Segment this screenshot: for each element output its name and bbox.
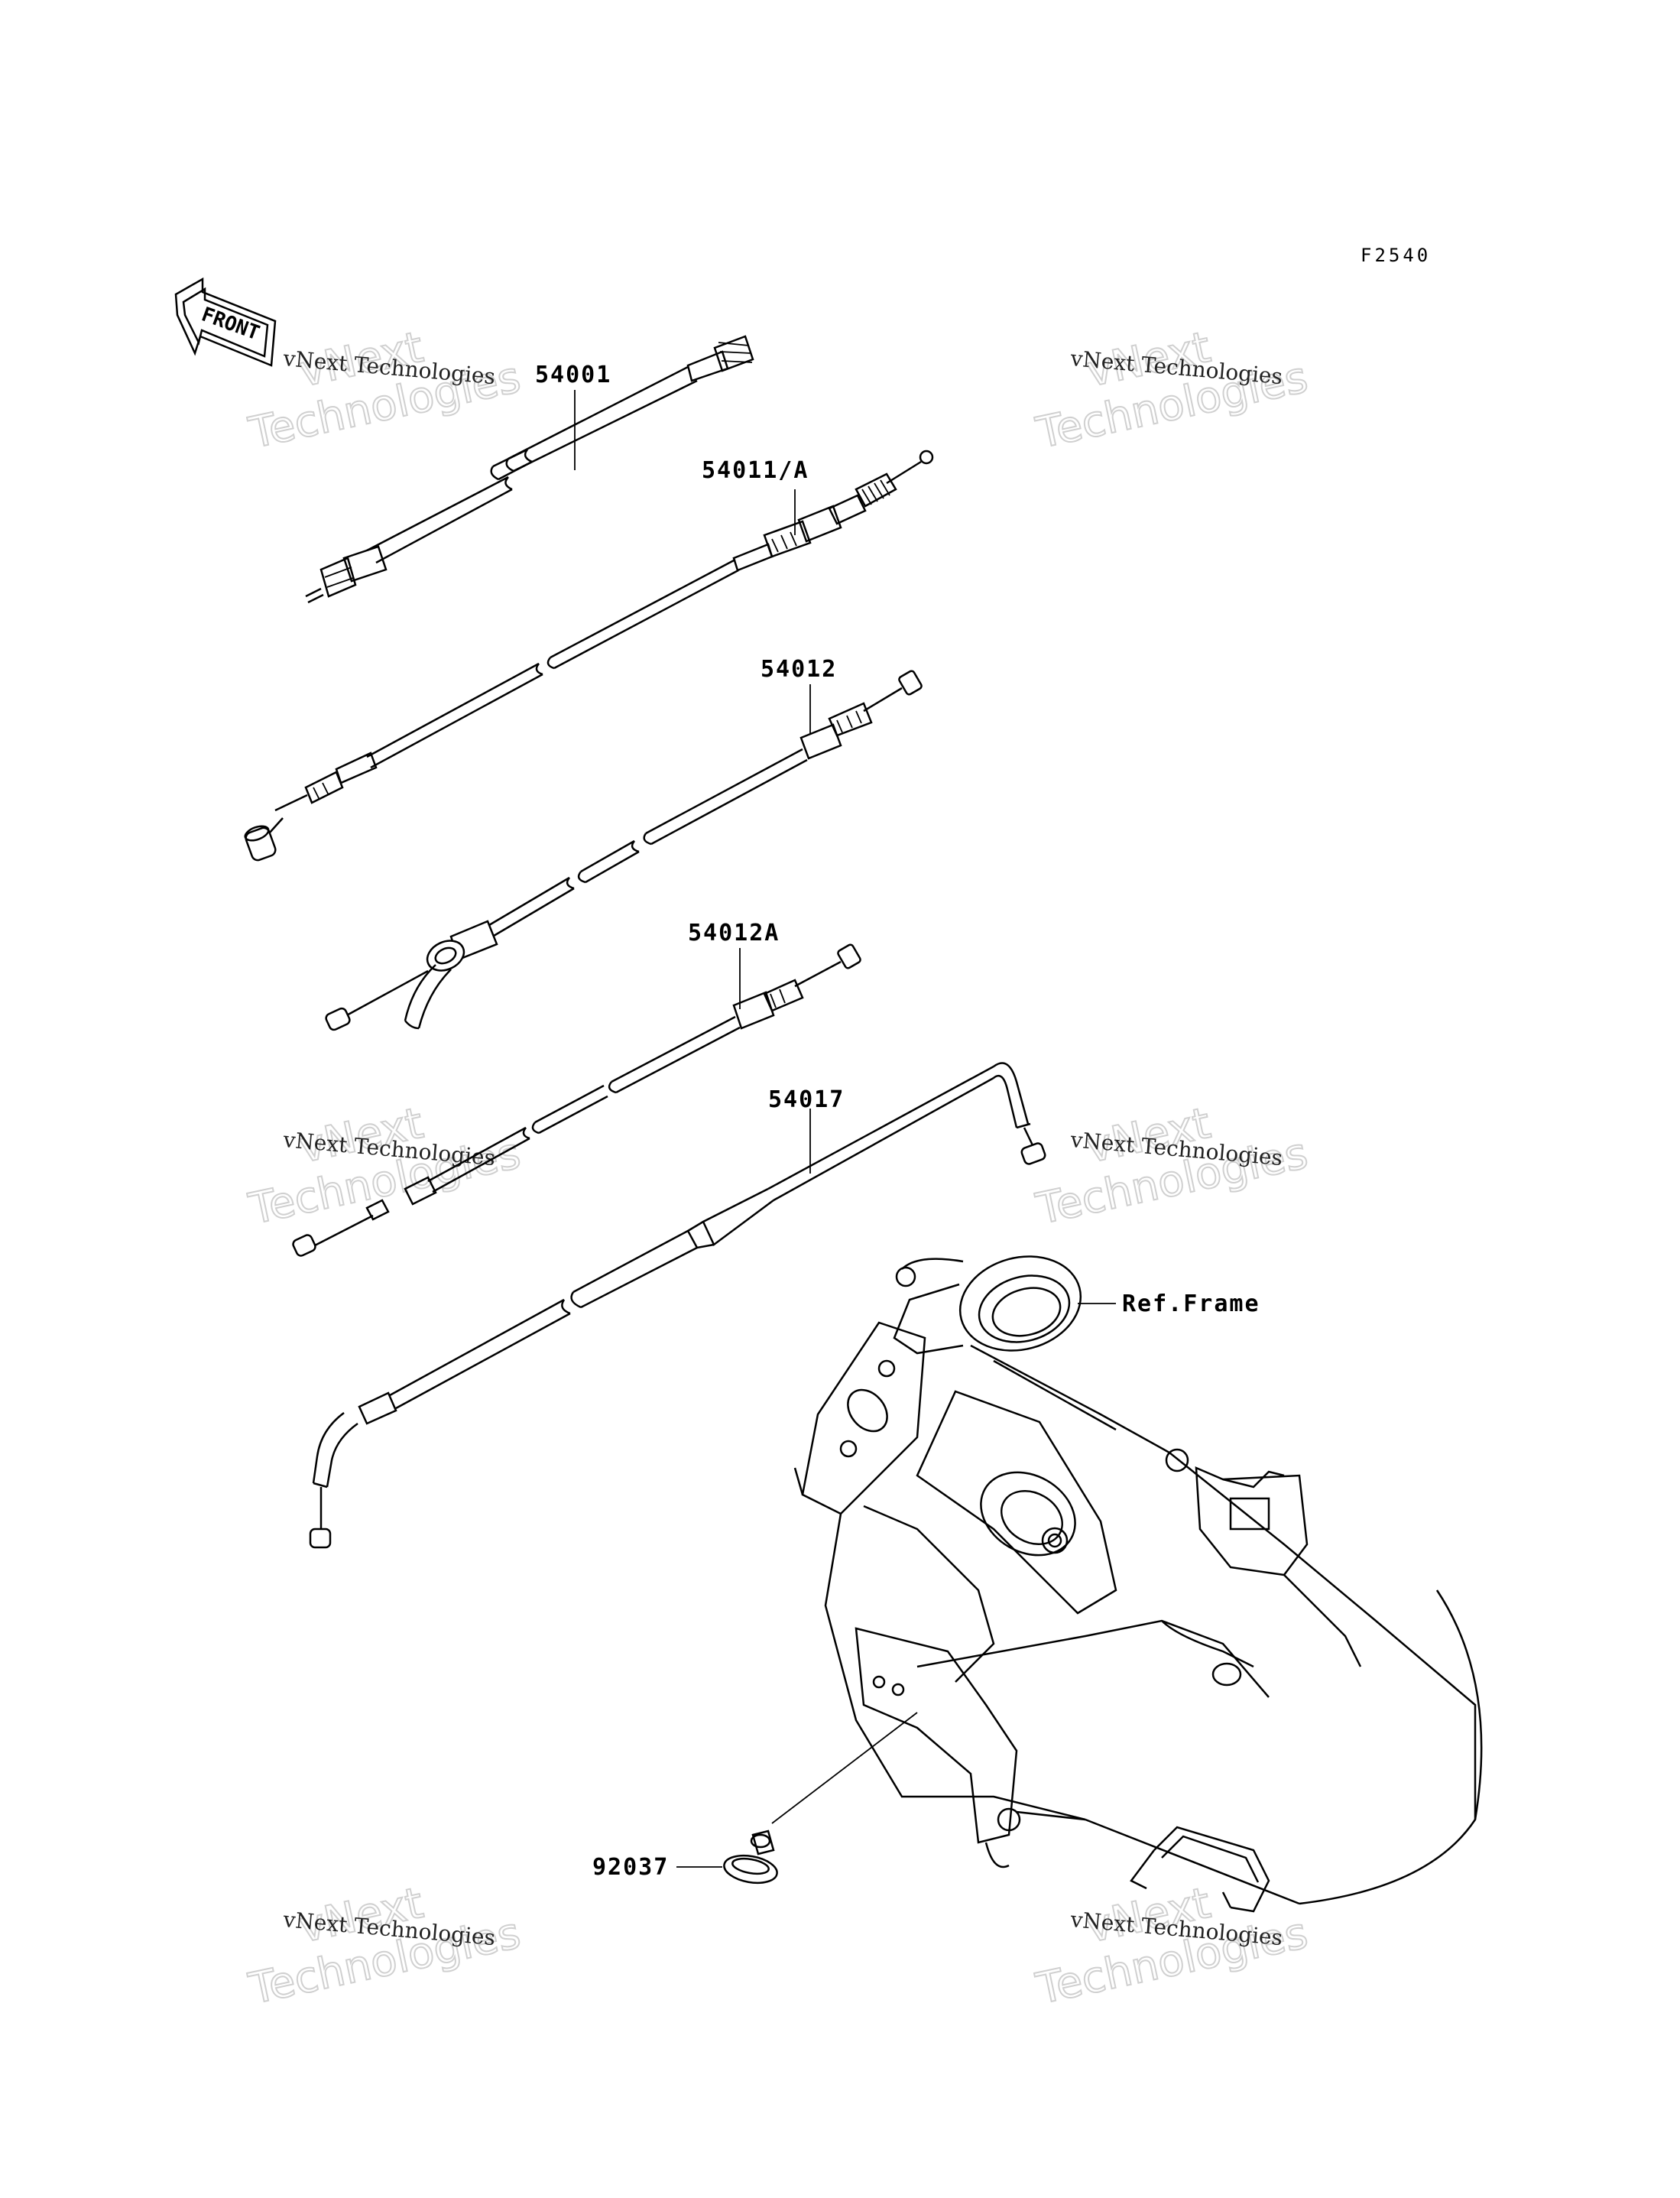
cable-54012A [292, 943, 861, 1257]
label-54012: 54012 [761, 656, 837, 683]
label-54011A: 54011/A [702, 457, 809, 484]
cable-54012 [325, 670, 923, 1031]
label-ref-frame: Ref.Frame [1122, 1291, 1260, 1317]
front-arrow-icon: FRONT [174, 277, 277, 367]
cable-54017 [309, 1062, 1046, 1549]
label-54012A: 54012A [688, 920, 780, 946]
watermarks: vNext Technologies vNext Technologies vN… [244, 322, 1312, 2015]
clamp-92037 [676, 1712, 918, 1885]
cable-54001 [305, 335, 754, 604]
cable-54011A [244, 450, 934, 862]
label-54001: 54001 [535, 362, 611, 388]
figure-code: F2540 [1361, 245, 1431, 266]
label-54017: 54017 [768, 1086, 845, 1113]
label-92037: 92037 [592, 1854, 669, 1881]
frame-drawing [793, 1255, 1483, 1913]
